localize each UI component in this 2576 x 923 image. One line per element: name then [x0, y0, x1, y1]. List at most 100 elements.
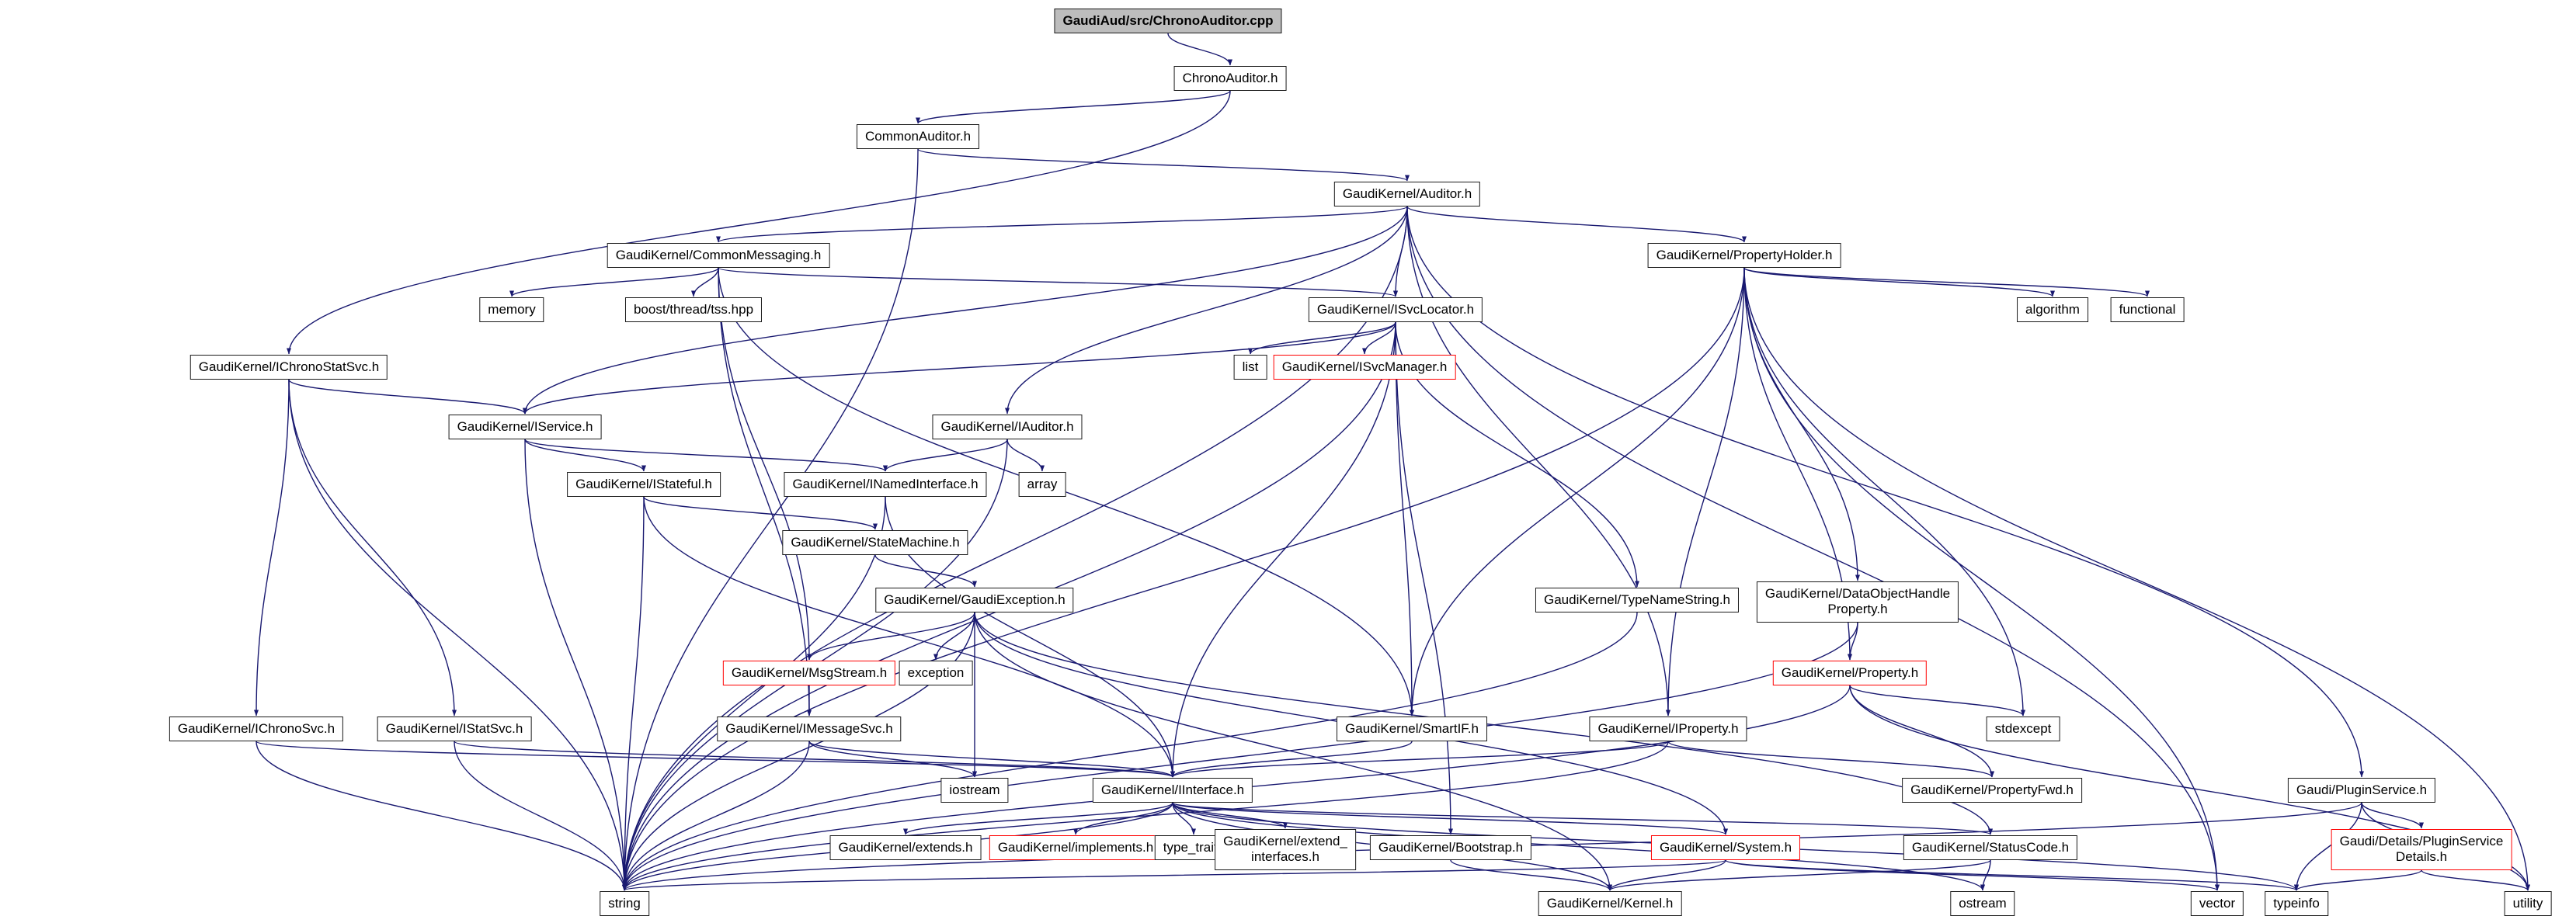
graph-node-ichronostatsvc[interactable]: GaudiKernel/IChronoStatSvc.h: [189, 355, 388, 380]
edge-auditor-to-string: [622, 206, 1408, 891]
edge-prop_holder-to-vector: [1743, 267, 2220, 891]
edge-gaudiexception-to-msgstream: [807, 612, 975, 661]
graph-node-cpp: GaudiAud/src/ChronoAuditor.cpp: [1054, 9, 1282, 34]
edge-istatsvc-to-string: [454, 741, 627, 891]
edge-iinterface-to-extend_ifaces: [1172, 802, 1288, 829]
edge-isvclocator-to-bootstrap: [1395, 321, 1453, 835]
edge-auditor-to-iproperty: [1406, 206, 1670, 717]
graph-node-dohprop[interactable]: GaudiKernel/DataObjectHandle Property.h: [1756, 581, 1959, 623]
edge-prop_holder-to-smartif: [1410, 267, 1745, 717]
edge-ichronostatsvc-to-istatsvc: [288, 379, 457, 717]
graph-node-iauditor[interactable]: GaudiKernel/IAuditor.h: [932, 415, 1083, 440]
graph-node-kernel[interactable]: GaudiKernel/Kernel.h: [1538, 891, 1682, 917]
graph-node-boost_tss[interactable]: boost/thread/tss.hpp: [624, 297, 763, 323]
edge-auditor-to-vector: [1406, 206, 2220, 891]
edge-system-to-string: [622, 859, 1726, 891]
edge-common_msg-to-boost_tss: [691, 267, 719, 297]
edge-iproperty-to-propertyfwd: [1667, 741, 1994, 778]
graph-node-psdetails[interactable]: Gaudi/Details/PluginService Details.h: [2331, 829, 2512, 870]
edge-iinterface-to-statuscode: [1172, 802, 1993, 835]
graph-node-implements[interactable]: GaudiKernel/implements.h: [989, 835, 1163, 861]
edge-prop_holder-to-functional: [1743, 267, 2150, 297]
graph-node-iostream[interactable]: iostream: [940, 778, 1009, 803]
edge-iproperty-to-iinterface: [1170, 741, 1669, 778]
graph-node-inamedinterface[interactable]: GaudiKernel/INamedInterface.h: [784, 472, 987, 498]
graph-node-string[interactable]: string: [600, 891, 649, 917]
edge-prop_holder-to-stdexcept: [1743, 267, 2025, 717]
graph-node-auditor[interactable]: GaudiKernel/Auditor.h: [1333, 182, 1481, 207]
edge-statemachine-to-gaudiexception: [874, 554, 977, 588]
edge-isvclocator-to-iinterface: [1170, 321, 1396, 778]
edge-statuscode-to-ostream: [1980, 859, 1991, 891]
edge-iservice-to-string: [524, 439, 627, 891]
graph-node-vector[interactable]: vector: [2190, 891, 2244, 917]
graph-node-chrono_h[interactable]: ChronoAuditor.h: [1173, 66, 1287, 92]
edge-chrono_h-to-ichronostatsvc: [287, 90, 1231, 355]
graph-node-smartif[interactable]: GaudiKernel/SmartIF.h: [1337, 717, 1487, 742]
graph-node-system[interactable]: GaudiKernel/System.h: [1650, 835, 1801, 861]
edge-pluginservice-to-typeinfo: [2294, 802, 2362, 891]
graph-node-stdexcept[interactable]: stdexcept: [1986, 717, 2060, 742]
edge-iauditor-to-array: [1006, 439, 1045, 472]
graph-node-msgstream[interactable]: GaudiKernel/MsgStream.h: [722, 661, 896, 686]
edge-iauditor-to-inamedinterface: [883, 439, 1008, 472]
graph-node-bootstrap[interactable]: GaudiKernel/Bootstrap.h: [1369, 835, 1532, 861]
graph-node-istateful[interactable]: GaudiKernel/IStateful.h: [567, 472, 721, 498]
edge-property-to-stdexcept: [1849, 685, 2025, 717]
edge-isvclocator-to-isvcmanager: [1362, 321, 1396, 355]
edge-ichronostatsvc-to-ichronosvc: [254, 379, 290, 717]
edge-system-to-kernel: [1608, 859, 1726, 891]
graph-node-propertyfwd[interactable]: GaudiKernel/PropertyFwd.h: [1902, 778, 2082, 803]
edge-prop_holder-to-dohprop: [1743, 267, 1860, 581]
edge-prop_holder-to-algorithm: [1743, 267, 2055, 297]
edge-iinterface-to-ostream: [1172, 802, 1985, 891]
graph-node-extends[interactable]: GaudiKernel/extends.h: [829, 835, 982, 861]
edge-prop_holder-to-string: [622, 267, 1745, 891]
graph-node-typenamestring[interactable]: GaudiKernel/TypeNameString.h: [1535, 588, 1740, 613]
edge-ichronosvc-to-string: [256, 741, 627, 891]
graph-node-exception[interactable]: exception: [899, 661, 973, 686]
graph-node-iservice[interactable]: GaudiKernel/IService.h: [448, 415, 602, 440]
graph-node-utility[interactable]: utility: [2504, 891, 2552, 917]
edge-common_msg-to-msgstream: [718, 267, 812, 661]
edge-iservice-to-istateful: [524, 439, 646, 472]
graph-node-statemachine[interactable]: GaudiKernel/StateMachine.h: [782, 530, 968, 556]
edge-psdetails-to-typeinfo: [2294, 869, 2422, 891]
graph-node-extend_ifaces[interactable]: GaudiKernel/extend_ interfaces.h: [1215, 829, 1356, 870]
edge-prop_holder-to-iproperty: [1666, 267, 1745, 717]
graph-node-isvcmanager[interactable]: GaudiKernel/ISvcManager.h: [1273, 355, 1456, 380]
graph-node-typeinfo[interactable]: typeinfo: [2265, 891, 2328, 917]
graph-node-array[interactable]: array: [1018, 472, 1066, 498]
edge-ichronostatsvc-to-iservice: [288, 379, 527, 415]
graph-node-ichronosvc[interactable]: GaudiKernel/IChronoSvc.h: [169, 717, 344, 742]
edge-auditor-to-iauditor: [1005, 206, 1408, 415]
edge-imessagesvc-to-iinterface: [808, 741, 1175, 778]
edge-gaudiexception-to-exception: [933, 612, 975, 661]
graph-node-pluginservice[interactable]: Gaudi/PluginService.h: [2287, 778, 2436, 803]
edge-auditor-to-iservice: [523, 206, 1408, 415]
graph-node-memory[interactable]: memory: [479, 297, 544, 323]
graph-node-gaudiexception[interactable]: GaudiKernel/GaudiException.h: [875, 588, 1074, 613]
graph-node-imessagesvc[interactable]: GaudiKernel/IMessageSvc.h: [717, 717, 902, 742]
graph-node-ostream[interactable]: ostream: [1950, 891, 2015, 917]
edge-istateful-to-string: [622, 496, 645, 891]
graph-node-statuscode[interactable]: GaudiKernel/StatusCode.h: [1903, 835, 2078, 861]
graph-node-list[interactable]: list: [1233, 355, 1267, 380]
graph-node-isvclocator[interactable]: GaudiKernel/ISvcLocator.h: [1308, 297, 1483, 323]
edge-iinterface-to-type_traits: [1172, 802, 1196, 835]
graph-node-algorithm[interactable]: algorithm: [2017, 297, 2088, 323]
edge-iproperty-to-string: [622, 741, 1669, 891]
graph-node-common_aud[interactable]: CommonAuditor.h: [856, 124, 980, 150]
graph-node-istatsvc[interactable]: GaudiKernel/IStatSvc.h: [377, 717, 532, 742]
edge-iinterface-to-implements: [1073, 802, 1173, 835]
edge-ichronosvc-to-iinterface: [256, 741, 1175, 778]
edge-istateful-to-iinterface: [643, 496, 1175, 778]
edge-cpp-to-chrono_h: [1167, 33, 1232, 66]
graph-node-iproperty[interactable]: GaudiKernel/IProperty.h: [1589, 717, 1747, 742]
graph-node-functional[interactable]: functional: [2110, 297, 2185, 323]
graph-node-property[interactable]: GaudiKernel/Property.h: [1772, 661, 1928, 686]
graph-node-prop_holder[interactable]: GaudiKernel/PropertyHolder.h: [1647, 243, 1841, 269]
edge-statuscode-to-kernel: [1608, 859, 1991, 891]
graph-node-common_msg[interactable]: GaudiKernel/CommonMessaging.h: [607, 243, 830, 269]
graph-node-iinterface[interactable]: GaudiKernel/IInterface.h: [1092, 778, 1253, 803]
